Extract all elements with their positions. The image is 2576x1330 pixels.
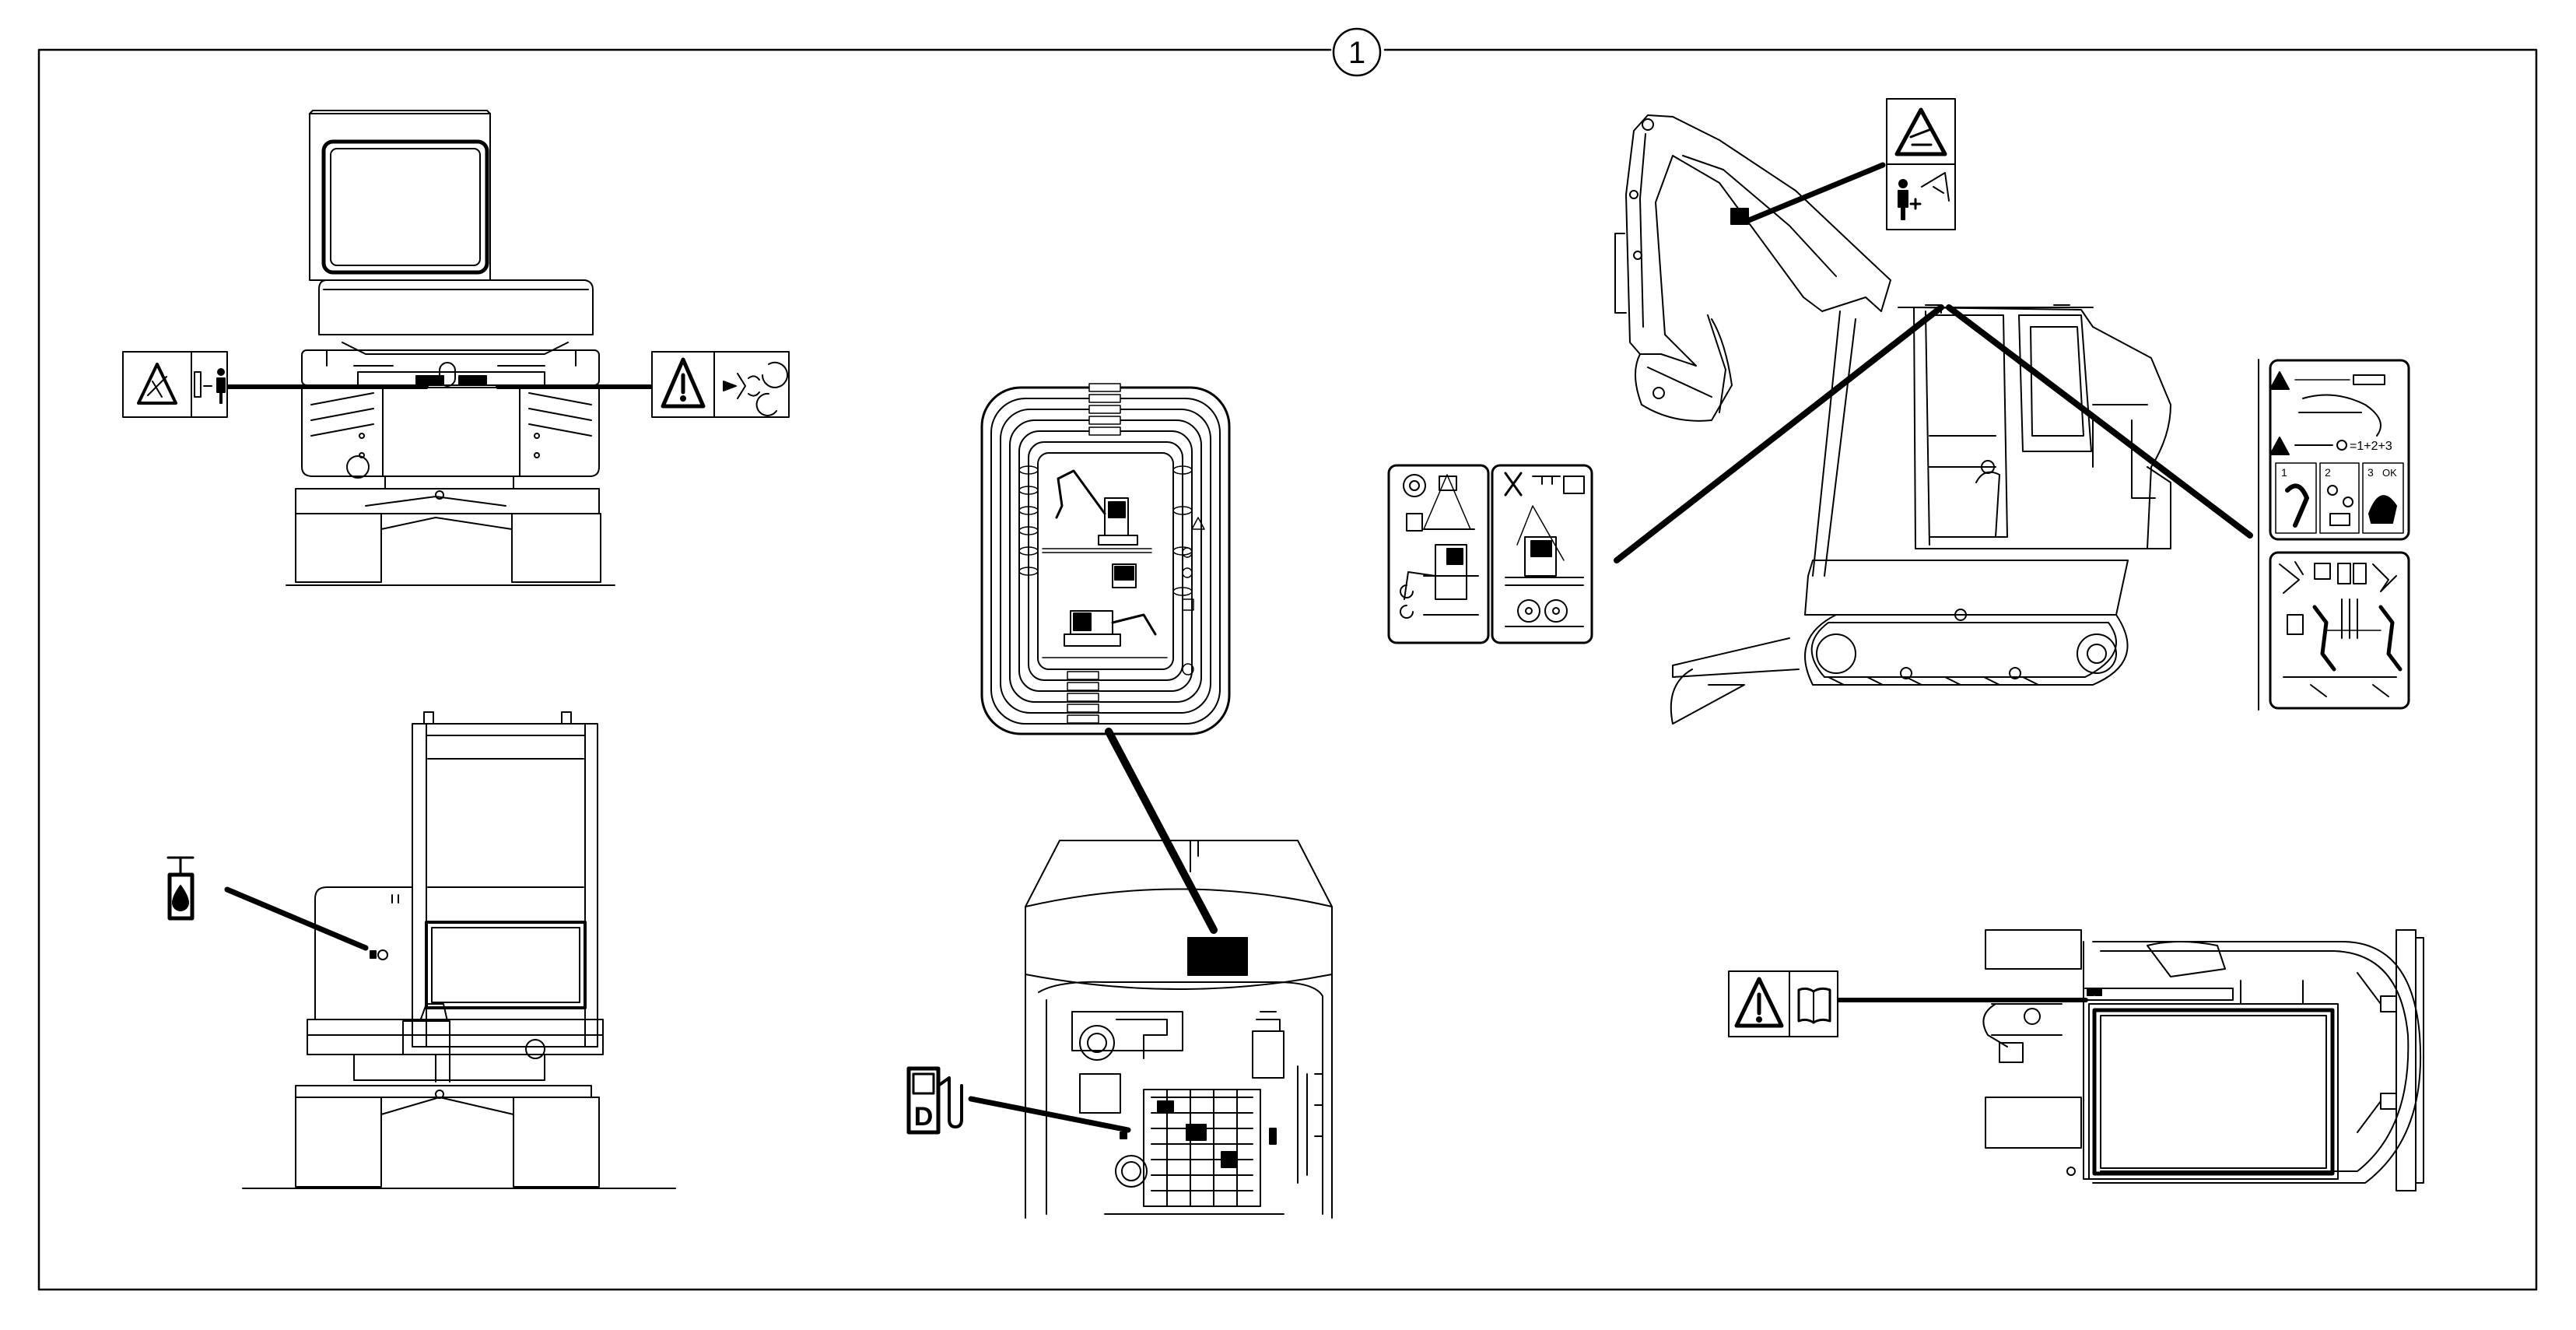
step-number-1: 1 bbox=[2281, 466, 2287, 479]
step-number-2: 2 bbox=[2325, 466, 2331, 479]
warning-pinch-decal bbox=[122, 351, 228, 418]
diesel-fuel-decal: D bbox=[906, 1066, 963, 1135]
control-pattern-decal: =1+2+3 1 2 3 OK bbox=[2269, 359, 2410, 541]
lifting-chart-decal bbox=[980, 383, 1231, 735]
lifting-tiedown-decal bbox=[1387, 464, 1593, 644]
engine-view bbox=[968, 383, 1333, 1219]
warning-rotating-parts-decal bbox=[651, 351, 790, 418]
fuel-letter: D bbox=[914, 1102, 934, 1132]
front-view bbox=[223, 110, 656, 586]
safety-instructions-decal bbox=[2269, 551, 2410, 710]
hydraulic-oil-decal bbox=[166, 856, 195, 921]
sequence-label: =1+2+3 bbox=[2350, 440, 2392, 453]
diagram-frame bbox=[37, 48, 2538, 1291]
boom-danger-decal bbox=[1886, 98, 1956, 230]
side-view bbox=[1614, 114, 2253, 725]
callout-circle bbox=[1332, 27, 1382, 77]
callout-number: 1 bbox=[1348, 35, 1366, 70]
top-view bbox=[1803, 929, 2424, 1191]
read-manual-decal bbox=[1728, 970, 1838, 1037]
rear-view bbox=[224, 711, 676, 1189]
step-number-3: 3 bbox=[2367, 466, 2374, 479]
ok-label: OK bbox=[2382, 467, 2397, 479]
